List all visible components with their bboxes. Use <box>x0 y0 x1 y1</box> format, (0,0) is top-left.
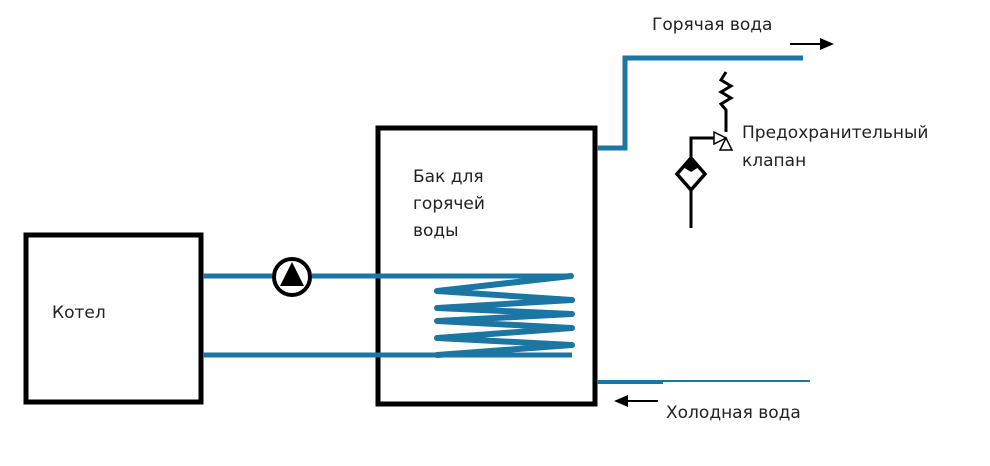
cold-water-label: Холодная вода <box>666 403 801 423</box>
hot-water-pipe <box>597 55 803 151</box>
tank-label-line-3: воды <box>413 221 459 241</box>
hot-water-label: Горячая вода <box>652 15 772 35</box>
tank-box <box>375 125 598 407</box>
hot-water-arrow-icon <box>790 38 834 50</box>
safety-valve-icon <box>674 71 734 228</box>
boiler-box <box>23 232 204 405</box>
tank-label-line-1: Бак для <box>413 167 484 187</box>
tank-label-line-2: горячей <box>413 194 485 214</box>
safety-valve-label-line-1: Предохранительный <box>742 123 928 143</box>
heat-exchanger-coil <box>434 273 575 358</box>
cold-water-arrow-icon <box>614 395 658 407</box>
safety-valve-label-line-2: клапан <box>742 151 806 171</box>
circulation-pump-icon <box>272 257 312 297</box>
boiler-label: Котел <box>52 303 106 323</box>
